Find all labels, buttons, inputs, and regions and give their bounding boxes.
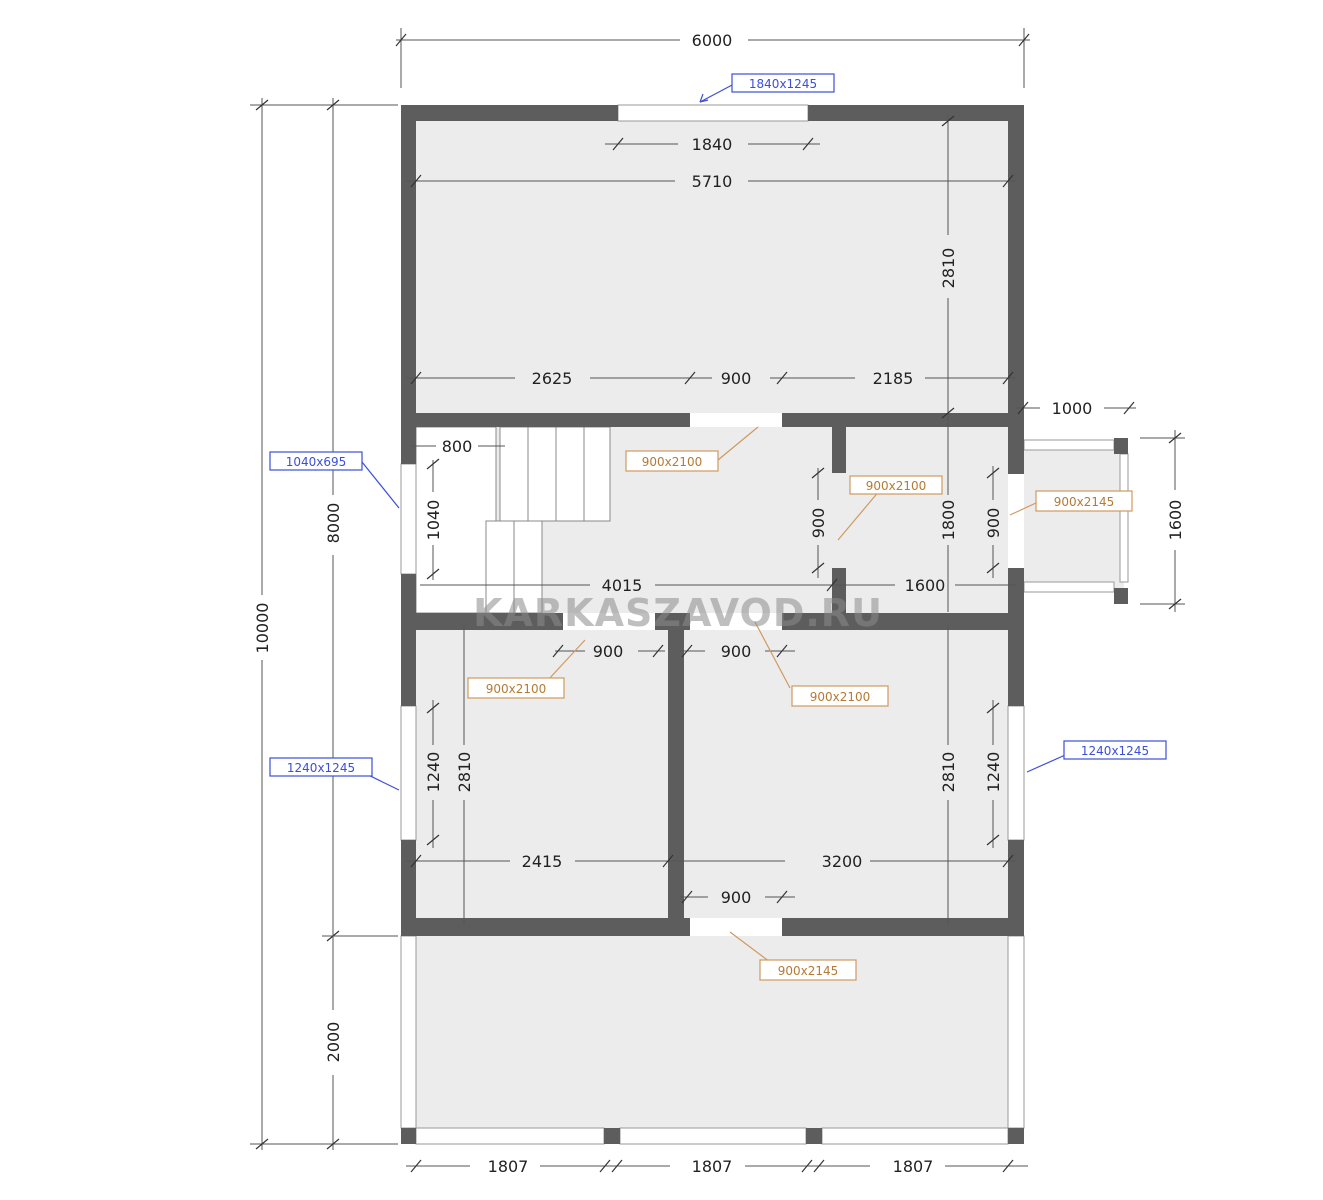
porch-floor <box>1024 440 1124 592</box>
dim-hall-door: 900 <box>721 369 752 388</box>
tag-door-entry: 900x2145 <box>1035 490 1133 512</box>
terrace-rail-3 <box>821 1127 1009 1145</box>
dim-overall-depth: 10000 <box>253 603 272 654</box>
window-stair <box>400 463 417 575</box>
dim-overall-width: 6000 <box>692 31 733 50</box>
svg-text:1240x1245: 1240x1245 <box>287 761 355 775</box>
dim-hall-left: 2625 <box>532 369 573 388</box>
window-top <box>617 104 809 122</box>
living-room-floor <box>416 121 1008 413</box>
stair-step <box>555 426 585 522</box>
bedroom-right-floor <box>684 630 1008 918</box>
svg-text:1240x1245: 1240x1245 <box>1081 744 1149 758</box>
staircase <box>415 426 611 614</box>
dim-left-window: 1240 <box>424 752 443 793</box>
tag-window-top: 1840x1245 <box>731 73 835 93</box>
svg-text:1840x1245: 1840x1245 <box>749 77 817 91</box>
walls <box>401 105 1128 1144</box>
dim-stair-window: 1040 <box>424 500 443 541</box>
dim-terrace-bay-3: 1807 <box>893 1157 934 1176</box>
dim-hall-right: 2185 <box>873 369 914 388</box>
svg-text:900x2100: 900x2100 <box>866 479 927 493</box>
dim-terrace-bay-2: 1807 <box>692 1157 733 1176</box>
dim-terrace-bay-1: 1807 <box>488 1157 529 1176</box>
window-right <box>1007 705 1025 841</box>
tag-door-right-room: 900x2100 <box>791 685 889 707</box>
porch-rail-top <box>1023 439 1115 451</box>
terrace-rail-2 <box>619 1127 807 1145</box>
tag-door-terrace: 900x2145 <box>759 959 857 981</box>
stair-step <box>513 520 543 614</box>
dim-entry-door: 900 <box>984 508 1003 539</box>
tag-window-stair: 1040x695 <box>269 451 363 471</box>
terrace-rail-left <box>400 935 417 1129</box>
dimension-lines <box>250 28 1185 1173</box>
svg-text:900x2145: 900x2145 <box>1054 495 1115 509</box>
terrace-rail-1 <box>415 1127 605 1145</box>
terrace-rail-right <box>1007 935 1025 1129</box>
svg-text:900x2145: 900x2145 <box>778 964 839 978</box>
tag-door-hall: 900x2100 <box>625 450 719 472</box>
watermark: KARKASZAVOD.RU <box>473 591 883 635</box>
dim-porch-width: 1000 <box>1052 399 1093 418</box>
stair-step <box>583 426 611 522</box>
dim-left-room-depth: 2810 <box>455 752 474 793</box>
stair-step <box>499 426 529 522</box>
dim-window-top: 1840 <box>692 135 733 154</box>
dim-vestibule-door: 900 <box>809 508 828 539</box>
dim-left-room-width: 2415 <box>522 852 563 871</box>
dim-living-depth: 2810 <box>939 248 958 289</box>
bedroom-left-floor <box>416 630 668 918</box>
dim-stair-width: 800 <box>442 437 473 456</box>
dim-corridor-width: 4015 <box>602 576 643 595</box>
dim-vestibule-depth: 1800 <box>939 500 958 541</box>
svg-text:1040x695: 1040x695 <box>286 455 347 469</box>
tag-window-right: 1240x1245 <box>1063 740 1167 760</box>
dim-house-depth: 8000 <box>324 503 343 544</box>
dim-left-room-door: 900 <box>593 642 624 661</box>
dim-terrace-door: 900 <box>721 888 752 907</box>
svg-text:900x2100: 900x2100 <box>810 690 871 704</box>
tag-door-left-room: 900x2100 <box>467 677 565 699</box>
dim-porch-depth: 1600 <box>1166 500 1185 541</box>
dim-right-room-width: 3200 <box>822 852 863 871</box>
tag-door-vestibule: 900x2100 <box>849 475 943 495</box>
stair-landing <box>415 426 497 614</box>
svg-text:900x2100: 900x2100 <box>486 682 547 696</box>
window-left <box>400 705 417 841</box>
porch-rail-bottom <box>1023 581 1115 593</box>
dim-right-room-door: 900 <box>721 642 752 661</box>
porch-rail-side <box>1119 453 1129 583</box>
dim-right-window: 1240 <box>984 752 1003 793</box>
stair-step <box>527 426 557 522</box>
terrace-floor <box>416 936 1008 1128</box>
dim-terrace-depth: 2000 <box>324 1022 343 1063</box>
dim-inner-width: 5710 <box>692 172 733 191</box>
dim-vestibule-width: 1600 <box>905 576 946 595</box>
dim-right-room-depth: 2810 <box>939 752 958 793</box>
svg-text:900x2100: 900x2100 <box>642 455 703 469</box>
tag-window-left: 1240x1245 <box>269 757 373 777</box>
dimension-labels: 6000 1840 5710 2625 900 2185 2810 1000 1… <box>253 31 1185 1176</box>
